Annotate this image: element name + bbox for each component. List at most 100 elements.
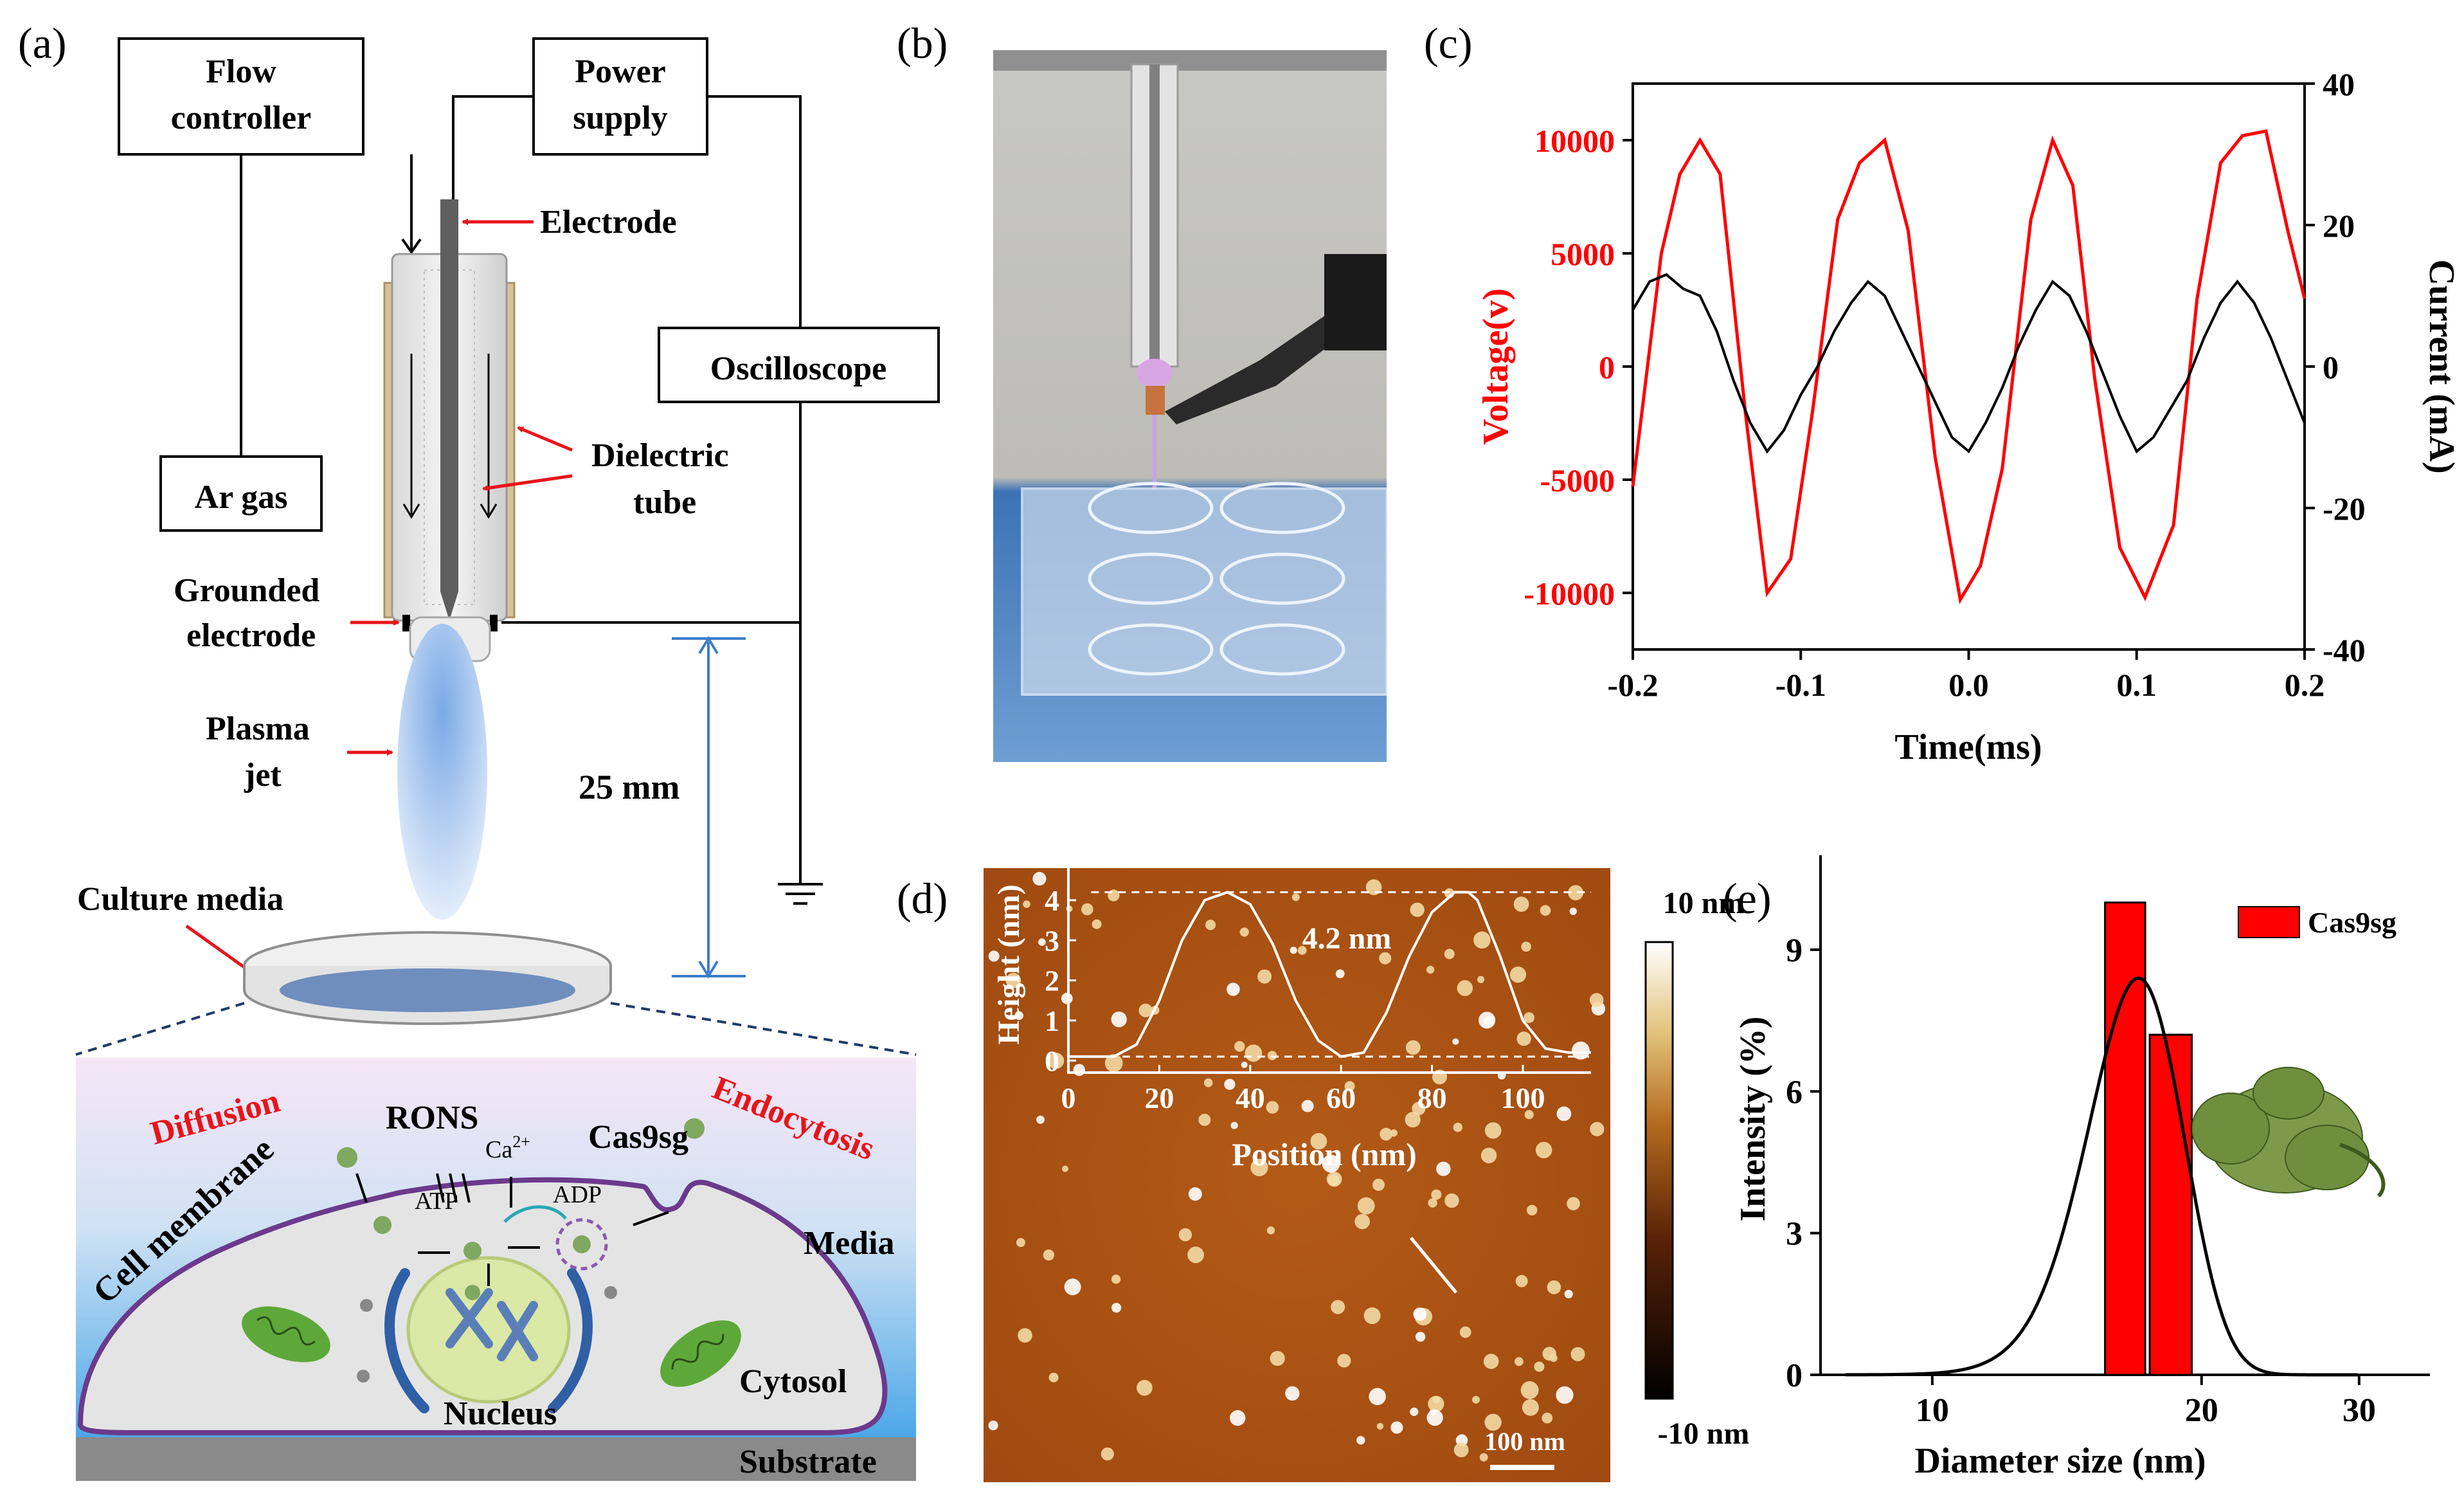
afm-particle <box>1023 900 1030 908</box>
afm-particle <box>1484 1413 1502 1431</box>
afm-particle <box>1245 1044 1263 1062</box>
inset-ytick-label: 2 <box>1045 965 1059 997</box>
panel-c-xlabel: Time(ms) <box>1894 727 2042 767</box>
afm-particle <box>1073 1064 1086 1076</box>
afm-particle <box>1250 1158 1268 1177</box>
afm-particle <box>1036 1115 1045 1124</box>
afm-particle <box>1412 1102 1426 1116</box>
dielectric-arrow-1 <box>517 426 573 452</box>
mitochondrion-right-crista <box>671 1334 724 1370</box>
afm-particle <box>1415 1332 1426 1342</box>
vesicle <box>555 1218 608 1271</box>
afm-particle <box>1111 1303 1122 1313</box>
culture-media-label: Culture media <box>77 881 283 918</box>
uptake-arrows <box>355 1173 669 1286</box>
afm-particle <box>1484 1122 1502 1139</box>
afm-line-profile-marker <box>1410 1237 1457 1294</box>
flow-controller-label-2: controller <box>171 100 312 136</box>
photo-clip-handle <box>1324 254 1387 350</box>
plasma-jet-label-1: Plasma <box>206 711 310 747</box>
afm-particle <box>1014 1011 1023 1021</box>
inset-ytick-label: 0 <box>1045 1044 1059 1077</box>
cas9sg-particles <box>337 1118 705 1300</box>
panel-c-label: (c) <box>1424 19 1472 68</box>
dielectric-label-1: Dielectric <box>591 437 729 474</box>
afm-particle <box>1521 941 1531 952</box>
afm-particle <box>1372 1179 1385 1191</box>
afm-particle <box>988 950 1000 962</box>
substrate <box>76 1437 916 1481</box>
electrode-tip <box>440 592 458 621</box>
ground-symbol <box>778 883 823 905</box>
afm-particle <box>1224 1078 1236 1090</box>
inset-xlabel: Position (nm) <box>1232 1136 1417 1172</box>
grounded-label-2: electrode <box>186 617 316 654</box>
inset-xtick-label: 100 <box>1500 1082 1545 1114</box>
photo-plasma-glow <box>1137 359 1173 387</box>
height-colorbar <box>1644 941 1674 1400</box>
histogram-bar <box>2104 902 2146 1376</box>
afm-particle <box>1572 1041 1590 1060</box>
oscilloscope-box <box>658 327 940 403</box>
photo-cap <box>993 50 1387 71</box>
panel-c-xtick-label: 0.2 <box>2285 667 2325 703</box>
dielectric-label-2: tube <box>633 484 696 521</box>
panel-c-xtick-label: 0.1 <box>2117 667 2157 703</box>
inset-annotation: 4.2 nm <box>1302 921 1392 956</box>
grounded-ring-left <box>402 615 410 631</box>
afm-particle <box>1230 1410 1246 1426</box>
er-left <box>384 1268 429 1413</box>
afm-particle <box>1230 1121 1238 1129</box>
afm-particle <box>1453 1122 1462 1132</box>
afm-particle <box>1331 1300 1345 1314</box>
panel-c-ytick-right-label: 20 <box>2323 208 2355 244</box>
photo-wells <box>1088 482 1345 676</box>
afm-particle <box>1524 1012 1535 1023</box>
plasma-jet-label-2: jet <box>244 757 282 794</box>
panel-c-xtick-label: -0.2 <box>1607 667 1658 703</box>
afm-particle <box>1453 1442 1469 1458</box>
afm-particle <box>1061 992 1073 1004</box>
afm-particle <box>1547 1280 1561 1294</box>
afm-particle <box>1379 952 1392 965</box>
afm-particle <box>1567 1197 1580 1211</box>
afm-particle <box>1111 1275 1121 1284</box>
nucleus-label: Nucleus <box>444 1395 557 1432</box>
flow-controller-box <box>118 37 364 156</box>
afm-particle <box>1473 931 1491 949</box>
afm-particle <box>1457 980 1473 996</box>
afm-particle <box>1436 1161 1451 1176</box>
panel-c-ytick-right-label: 0 <box>2323 349 2339 385</box>
substrate-label: Substrate <box>739 1444 877 1480</box>
afm-particle <box>1520 1381 1539 1399</box>
afm-particle <box>1405 1040 1421 1055</box>
granule-1 <box>360 1299 373 1312</box>
panel-c-ytick-right-label: 40 <box>2323 66 2355 102</box>
flow-arrow-left <box>402 354 420 519</box>
flow-controller-label-1: Flow <box>206 53 276 90</box>
power-supply-box <box>532 37 708 156</box>
media-label: Media <box>804 1225 895 1262</box>
panel-d-label: (d) <box>897 874 948 923</box>
panel-e-bars <box>2104 902 2193 1376</box>
afm-particle <box>1515 1275 1528 1287</box>
afm-particle <box>1390 1421 1403 1434</box>
protein-structure-illustration <box>2191 1067 2386 1198</box>
afm-particle <box>1515 1357 1524 1366</box>
afm-particle <box>1556 1386 1574 1404</box>
dish-cells <box>280 968 575 1012</box>
afm-particle <box>1187 1246 1204 1264</box>
electrode-rod <box>440 199 458 592</box>
oscilloscope-label: Oscilloscope <box>710 350 886 387</box>
mitochondrion-left <box>242 1306 330 1363</box>
afm-particle <box>1018 1328 1032 1343</box>
cytosol-label: Cytosol <box>739 1363 847 1400</box>
afm-particle <box>1322 1154 1340 1173</box>
panel-e-xlabel: Diameter size (nm) <box>1914 1441 2206 1481</box>
afm-particle <box>1426 1410 1443 1426</box>
afm-particle <box>1048 1372 1059 1383</box>
